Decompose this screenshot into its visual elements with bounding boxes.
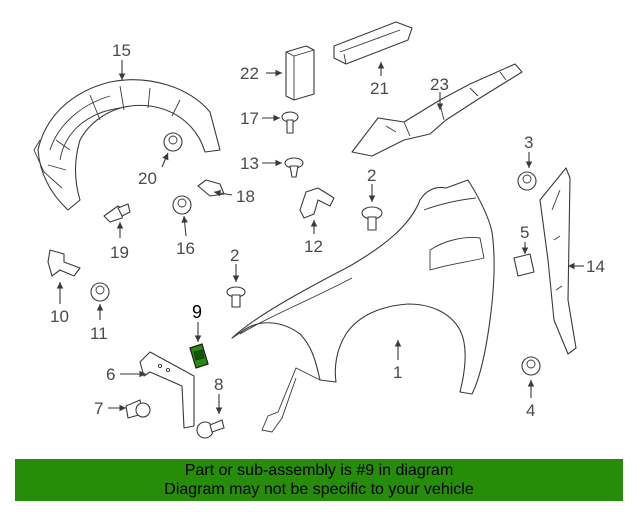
part-4-nut [521, 356, 541, 376]
callout-21: 21 [370, 79, 389, 98]
callout-16: 16 [176, 239, 195, 258]
callout-10: 10 [50, 307, 69, 326]
part-19-bolt [103, 203, 131, 223]
leader-lines [56, 60, 584, 414]
part-3-nut [517, 171, 537, 191]
callout-8: 8 [214, 375, 223, 394]
part-14-seal [539, 167, 577, 355]
callout-15: 15 [112, 41, 131, 60]
part-2-bolt-upper [361, 206, 383, 231]
callout-14: 14 [586, 257, 605, 276]
part-20-nut [163, 132, 183, 152]
callout-20: 20 [138, 169, 157, 188]
callout-11: 11 [90, 324, 108, 343]
callout-13: 13 [240, 154, 259, 173]
info-banner: Part or sub-assembly is #9 in diagram Di… [15, 459, 623, 501]
part-17-bolt [281, 111, 299, 134]
part-13-clip [284, 157, 304, 178]
part-5-clip [513, 253, 535, 277]
part-15-fender-liner [33, 79, 221, 211]
callout-3: 3 [524, 133, 533, 152]
part-12-bracket [299, 187, 335, 219]
part-11-nut [90, 282, 110, 302]
callout-19: 19 [110, 243, 129, 262]
part-1-fender [231, 179, 495, 433]
callout-2-upper: 2 [367, 166, 376, 185]
callout-12: 12 [304, 237, 323, 256]
part-18-clip [197, 179, 225, 197]
part-22-pad [285, 45, 315, 101]
callout-9: 9 [192, 302, 202, 322]
callout-4: 4 [526, 401, 535, 420]
part-23-bracket [351, 63, 523, 157]
part-6-bracket [139, 351, 195, 429]
callout-5: 5 [520, 223, 529, 242]
callout-1: 1 [393, 363, 402, 382]
banner-line-1: Part or sub-assembly is #9 in diagram [184, 462, 454, 479]
part-2-bolt-lower [226, 286, 246, 308]
part-7-bolt [125, 399, 151, 419]
callout-17: 17 [240, 109, 259, 128]
callout-6: 6 [106, 365, 115, 384]
banner-line-2: Diagram may not be specific to your vehi… [164, 481, 474, 498]
callout-7: 7 [94, 399, 103, 418]
callout-23: 23 [430, 75, 449, 94]
part-21-seal [333, 21, 413, 65]
callout-labels: 15 22 21 23 17 13 20 18 16 19 12 2 10 11… [50, 41, 605, 420]
callout-2-lower: 2 [230, 246, 239, 265]
part-10-bracket [47, 249, 81, 277]
part-9-insulator[interactable] [189, 343, 209, 369]
callout-18: 18 [236, 187, 255, 206]
callout-22: 22 [240, 64, 259, 83]
part-16-nut [172, 195, 192, 215]
part-8-bolt [196, 419, 225, 439]
